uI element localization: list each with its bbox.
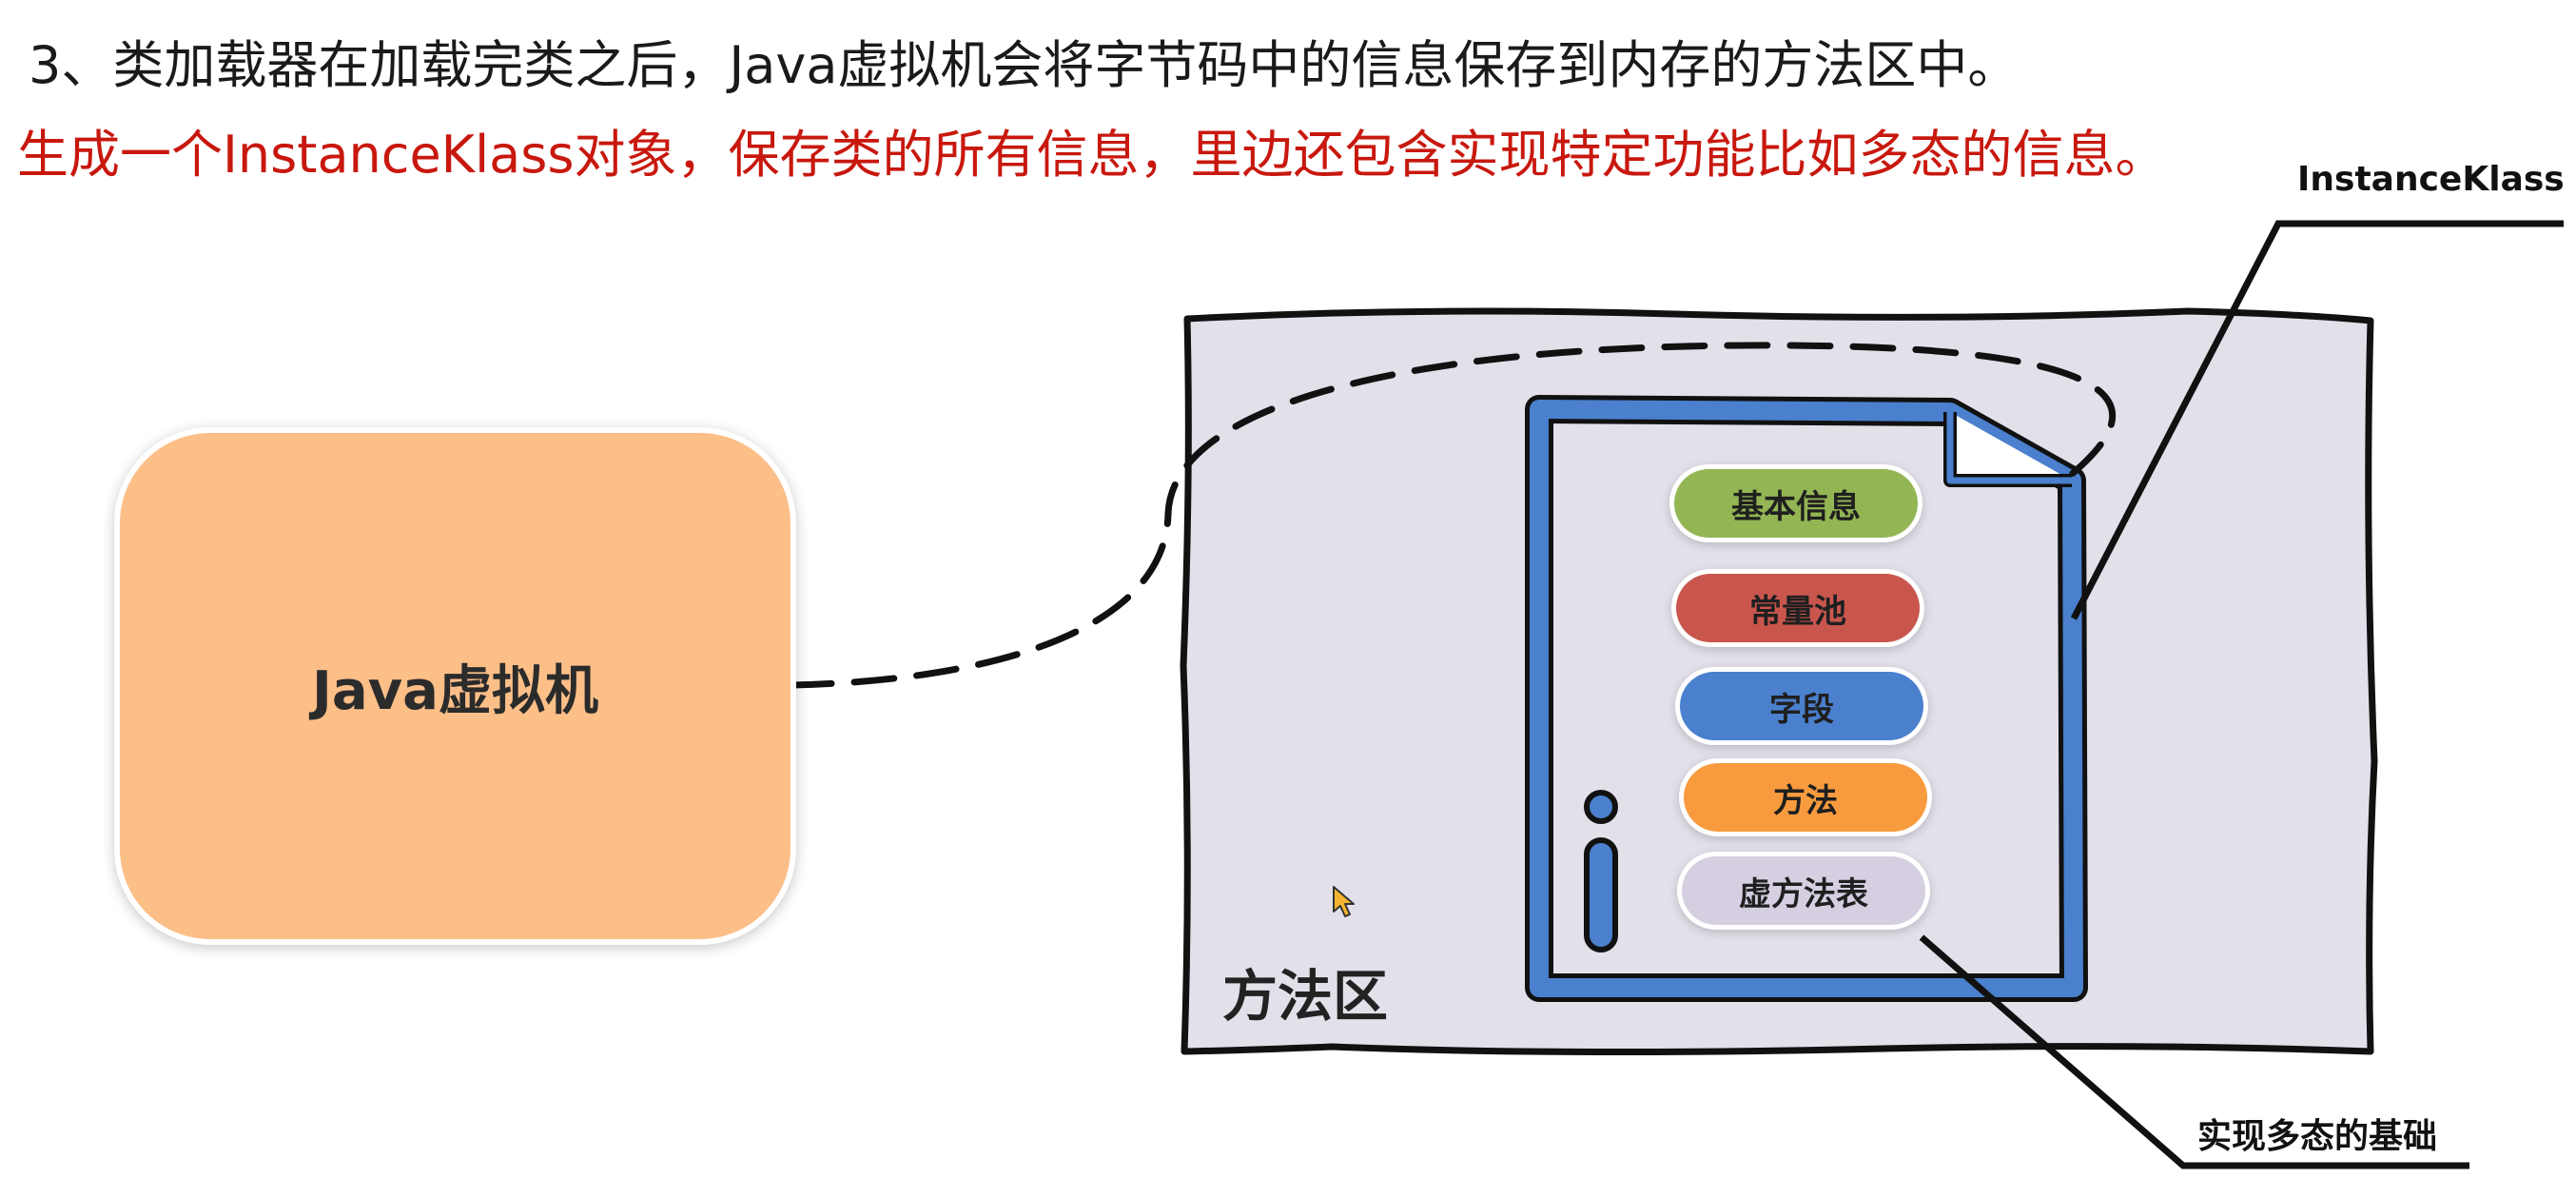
mouse-cursor-icon bbox=[1333, 886, 1355, 917]
jvm-connector-dashed bbox=[788, 342, 2117, 689]
page-title: 3、类加载器在加载完类之后，Java虚拟机会将字节码中的信息保存到内存的方法区中… bbox=[29, 35, 2020, 95]
page-subtitle: 生成一个InstanceKlass对象，保存类的所有信息，里边还包含实现特定功能… bbox=[17, 125, 2167, 185]
polymorphism-pointer bbox=[1919, 934, 2469, 1169]
jvm-label: Java虚拟机 bbox=[312, 659, 598, 722]
jvm-box bbox=[120, 433, 790, 939]
pill-constant-pool: 常量池 bbox=[1676, 574, 1920, 642]
method-area-label: 方法区 bbox=[1222, 964, 1389, 1029]
pill-fields: 字段 bbox=[1680, 672, 1923, 740]
pill-basic-info: 基本信息 bbox=[1674, 469, 1918, 538]
instance-klass-pointer bbox=[2070, 220, 2564, 620]
info-icon bbox=[1584, 790, 1618, 824]
pill-vtable: 虚方法表 bbox=[1682, 856, 1925, 925]
polymorphism-label: 实现多态的基础 bbox=[2197, 1117, 2438, 1156]
instance-klass-label: InstanceKlass bbox=[2297, 160, 2565, 199]
pill-methods: 方法 bbox=[1684, 763, 1927, 832]
